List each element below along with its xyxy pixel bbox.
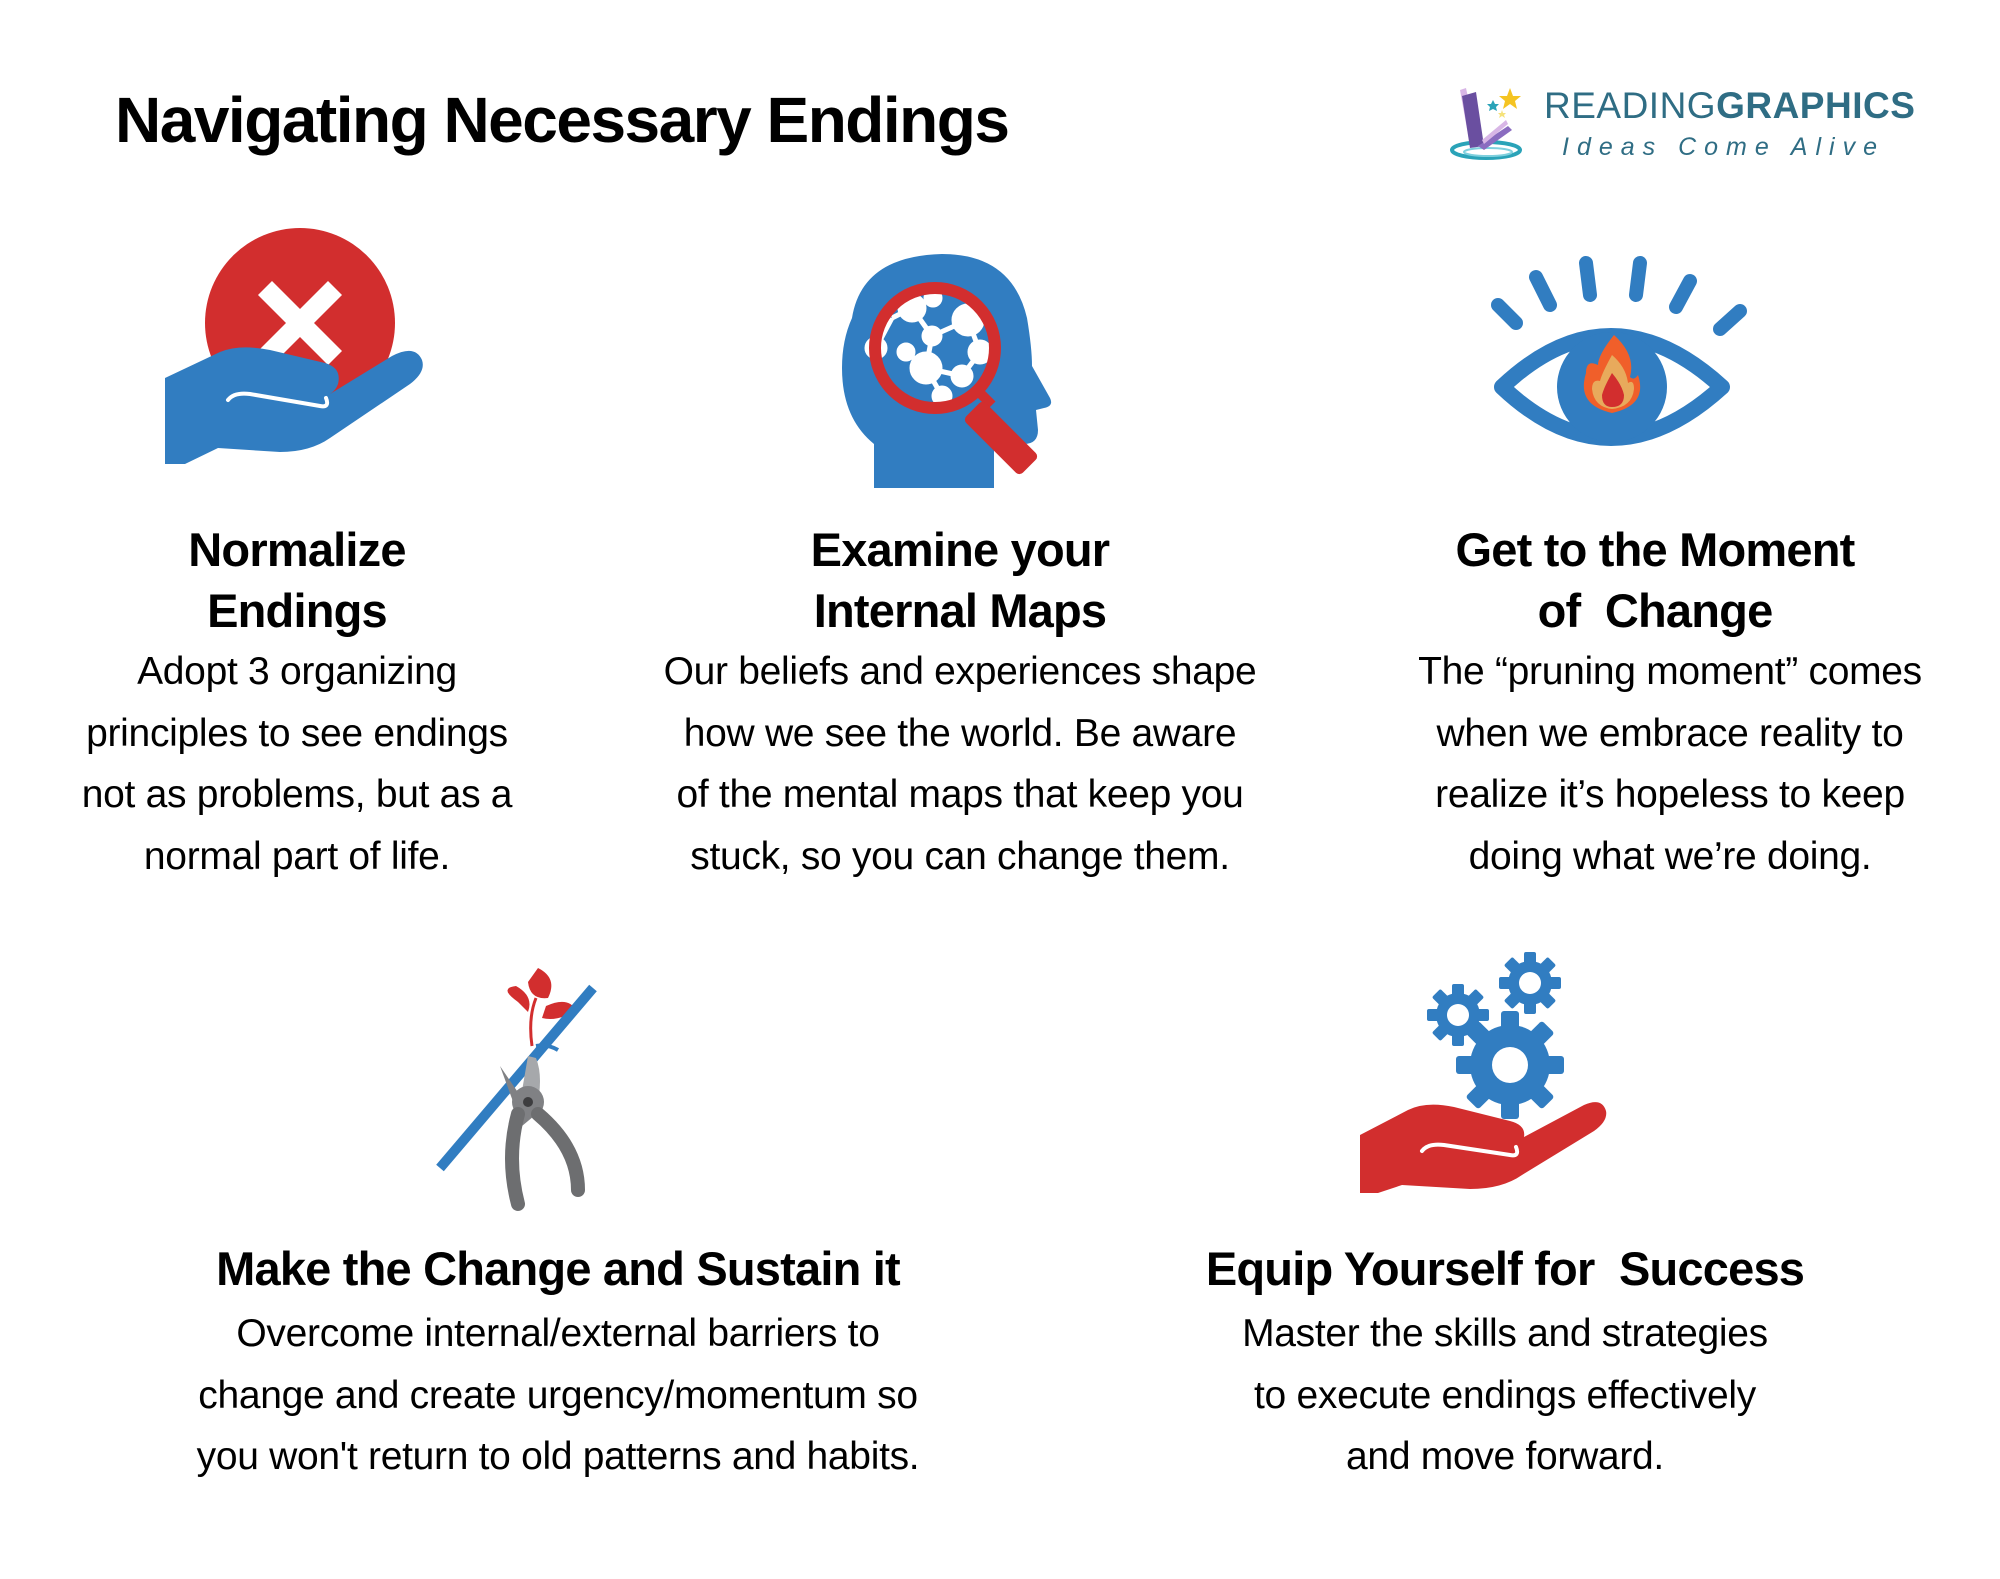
body-line: stuck, so you can change them. (690, 834, 1230, 878)
hand-gears-icon (1360, 952, 1607, 1193)
section-heading: Normalize Endings (47, 519, 547, 641)
section-heading: Make the Change and Sustain it (108, 1238, 1008, 1299)
body-line: Adopt 3 organizing (137, 650, 457, 693)
body-line: you won't return to old patterns and hab… (196, 1435, 920, 1478)
section-moment-of-change: Get to the Moment of Change The “pruning… (1360, 519, 1980, 887)
heading-line: Endings (207, 584, 388, 637)
heading-line: Equip Yourself for Success (1205, 1242, 1805, 1295)
heading-line: Normalize (188, 523, 406, 576)
body-line: to execute endings effectively (1254, 1373, 1756, 1417)
body-line: of the mental maps that keep you (676, 773, 1244, 816)
heading-line: Internal Maps (813, 584, 1107, 637)
section-normalize-endings: Normalize Endings Adopt 3 organizing pri… (47, 519, 547, 887)
body-line: normal part of life. (143, 834, 451, 878)
section-body: Our beliefs and experiences shape how we… (610, 641, 1310, 887)
body-line: Master the skills and strategies (1242, 1312, 1768, 1355)
body-line: The “pruning moment” comes (1418, 650, 1922, 693)
section-heading: Equip Yourself for Success (1165, 1238, 1845, 1299)
logo-wordmark: READINGGRAPHICS (1544, 86, 1915, 126)
head-magnifier-icon (842, 254, 1052, 488)
body-line: change and create urgency/momentum so (198, 1373, 918, 1417)
body-line: not as problems, but as a (81, 773, 513, 816)
body-line: principles to see endings (86, 711, 508, 755)
heading-line: of Change (1537, 584, 1774, 637)
section-body: Overcome internal/external barriers to c… (108, 1303, 1008, 1488)
body-line: when we embrace reality to (1436, 711, 1904, 755)
pruning-shears-icon (436, 968, 597, 1211)
section-body: Adopt 3 organizing principles to see end… (47, 641, 547, 887)
body-line: doing what we’re doing. (1468, 834, 1872, 878)
body-line: realize it’s hopeless to keep (1435, 773, 1905, 816)
logo-wordmark-light: READING (1544, 85, 1717, 126)
body-line: and move forward. (1346, 1435, 1664, 1478)
hand-holding-x-icon (165, 228, 423, 464)
eye-fire-icon (1491, 256, 1747, 446)
section-equip-yourself: Equip Yourself for Success Master the sk… (1165, 1238, 1845, 1488)
logo-wordmark-bold: GRAPHICS (1716, 85, 1916, 126)
body-line: how we see the world. Be aware (683, 711, 1237, 755)
readinggraphics-logo: READINGGRAPHICS Ideas Come Alive (1448, 82, 1918, 166)
page-title: Navigating Necessary Endings (115, 84, 1010, 156)
section-heading: Get to the Moment of Change (1330, 519, 1980, 641)
section-examine-internal-maps: Examine your Internal Maps Our beliefs a… (610, 519, 1310, 887)
section-heading: Examine your Internal Maps (610, 519, 1310, 641)
book-stars-logo-icon (1450, 88, 1522, 160)
section-make-the-change: Make the Change and Sustain it Overcome … (108, 1238, 1008, 1488)
body-line: Overcome internal/external barriers to (236, 1312, 880, 1355)
body-line: Our beliefs and experiences shape (663, 650, 1257, 693)
heading-line: Examine your (810, 523, 1110, 576)
section-body: The “pruning moment” comes when we embra… (1360, 641, 1980, 887)
logo-tagline: Ideas Come Alive (1562, 133, 1885, 161)
heading-line: Get to the Moment (1455, 523, 1856, 576)
heading-line: Make the Change and Sustain it (216, 1242, 901, 1295)
section-body: Master the skills and strategies to exec… (1165, 1303, 1845, 1488)
